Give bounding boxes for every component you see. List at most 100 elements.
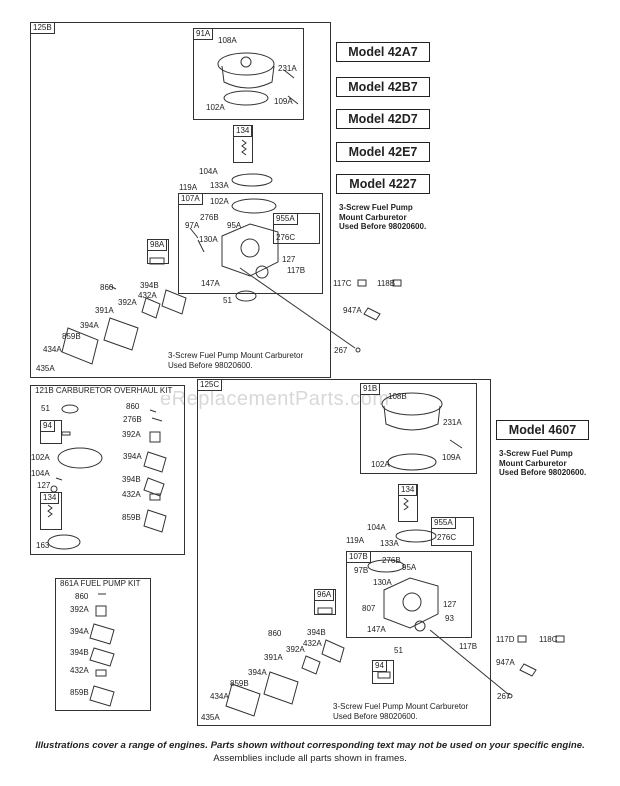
leader-line-267b bbox=[429, 629, 509, 695]
part-label: 102A bbox=[210, 197, 229, 206]
part-label: 432A bbox=[70, 666, 89, 675]
note-right-mid: 3-Screw Fuel Pump Mount Carburetor Used … bbox=[499, 449, 587, 477]
part-label: 130A bbox=[199, 235, 218, 244]
part-label: 394B bbox=[70, 648, 89, 657]
part-label: 51 bbox=[41, 404, 50, 413]
frame-label-94b: 94 bbox=[372, 660, 387, 672]
part-label: 394A bbox=[248, 668, 267, 677]
part-label: 860 bbox=[75, 592, 89, 601]
part-label: 147A bbox=[201, 279, 220, 288]
part-label: 133A bbox=[210, 181, 229, 190]
part-label: 391A bbox=[264, 653, 283, 662]
part-label: 276C bbox=[437, 533, 457, 542]
footer-assemblies-note: Assemblies include all parts shown in fr… bbox=[213, 753, 407, 764]
part-label: 127 bbox=[37, 481, 51, 490]
part-label: 104A bbox=[367, 523, 386, 532]
part-label: 276C bbox=[276, 233, 296, 242]
frame-label-861a: 861A FUEL PUMP KIT bbox=[58, 579, 143, 588]
part-label: 104A bbox=[199, 167, 218, 176]
part-label: 127 bbox=[282, 255, 296, 264]
part-label: 860 bbox=[100, 283, 114, 292]
part-label: 117D bbox=[496, 635, 515, 644]
frame-label-96a: 96A bbox=[314, 589, 335, 601]
part-label: 394A bbox=[123, 452, 142, 461]
leader-line-267 bbox=[239, 267, 356, 349]
part-label: 97A bbox=[185, 221, 200, 230]
spring-134b bbox=[403, 497, 409, 511]
part-label: 859B bbox=[70, 688, 89, 697]
part-label: 394A bbox=[80, 321, 99, 330]
part-label: 394B bbox=[122, 475, 141, 484]
frame-label-955a: 955A bbox=[273, 213, 298, 225]
note-right-top: 3-Screw Fuel Pump Mount Carburetor Used … bbox=[339, 203, 427, 231]
frame-125b bbox=[30, 22, 331, 378]
frame-label-955a-b: 955A bbox=[431, 517, 456, 529]
part-label: 108B bbox=[388, 392, 407, 401]
fuel-pump-body-bottom bbox=[381, 392, 463, 471]
part-label: 394B bbox=[140, 281, 159, 290]
part-label: 434A bbox=[43, 345, 62, 354]
part-label: 859B bbox=[122, 513, 141, 522]
part-label: 95A bbox=[227, 221, 242, 230]
part-label: 133A bbox=[380, 539, 399, 548]
carburetor-bottom bbox=[367, 559, 439, 632]
part-label: 231A bbox=[443, 418, 462, 427]
part-label: 392A bbox=[118, 298, 137, 307]
diaphragm-133a bbox=[231, 173, 273, 187]
fuel-pump-body-top bbox=[217, 52, 299, 106]
frame-label-91a: 91A bbox=[193, 28, 214, 40]
model-box: Model 42B7 bbox=[336, 77, 430, 97]
part-label: 119A bbox=[179, 183, 198, 192]
frame-label-94a: 94 bbox=[40, 420, 55, 432]
model-box: Model 4227 bbox=[336, 174, 430, 194]
part-label: 859B bbox=[230, 679, 249, 688]
frame-861a bbox=[55, 578, 151, 711]
spring-134a bbox=[241, 139, 247, 156]
frame-label-107b: 107B bbox=[346, 551, 371, 563]
frame-107b bbox=[346, 551, 472, 638]
frame-label-121b: 121B CARBURETOR OVERHAUL KIT bbox=[33, 386, 175, 395]
part-label: 130A bbox=[373, 578, 392, 587]
part-label: 859B bbox=[62, 332, 81, 341]
frame-label-107a: 107A bbox=[178, 193, 203, 205]
part-label: 432A bbox=[303, 639, 322, 648]
part-label: 109A bbox=[274, 97, 293, 106]
part-label: 435A bbox=[201, 713, 220, 722]
part-label: 117C bbox=[333, 279, 352, 288]
frame-91a bbox=[193, 28, 304, 120]
part-label: 807 bbox=[362, 604, 376, 613]
part-label: 102A bbox=[371, 460, 390, 469]
part-label: 947A bbox=[496, 658, 515, 667]
part-label: 93 bbox=[445, 614, 454, 623]
part-label: 860 bbox=[126, 402, 140, 411]
gasket-stack-bottom bbox=[225, 639, 345, 717]
part-label: 147A bbox=[367, 625, 386, 634]
part-label: 267 bbox=[334, 346, 348, 355]
part-label: 276B bbox=[123, 415, 142, 424]
part-label: 118B bbox=[377, 279, 396, 288]
part-label: 434A bbox=[210, 692, 229, 701]
frame-label-125b: 125B bbox=[30, 22, 55, 34]
part-label: 108A bbox=[218, 36, 237, 45]
part-label: 276B bbox=[200, 213, 219, 222]
footer-disclaimer: Illustrations cover a range of engines. … bbox=[35, 740, 585, 751]
part-label: 117B bbox=[459, 642, 478, 651]
part-label: 392A bbox=[286, 645, 305, 654]
part-label: 118C bbox=[539, 635, 558, 644]
part-label: 947A bbox=[343, 306, 362, 315]
part-label: 102A bbox=[31, 453, 50, 462]
part-label: 276B bbox=[382, 556, 401, 565]
part-98a bbox=[149, 257, 165, 265]
carburetor-top bbox=[189, 198, 279, 279]
frame-121b bbox=[30, 385, 185, 555]
model-box: Model 42E7 bbox=[336, 142, 430, 162]
part-label: 432A bbox=[138, 291, 157, 300]
frame-label-134b: 134 bbox=[40, 492, 60, 504]
part-label: 392A bbox=[70, 605, 89, 614]
frame-note-top: 3-Screw Fuel Pump Mount Carburetor Used … bbox=[168, 351, 304, 370]
frame-91b bbox=[360, 383, 477, 474]
model-box: Model 4607 bbox=[496, 420, 589, 440]
frame-107a bbox=[178, 193, 323, 294]
frame-label-91b: 91B bbox=[360, 383, 381, 395]
